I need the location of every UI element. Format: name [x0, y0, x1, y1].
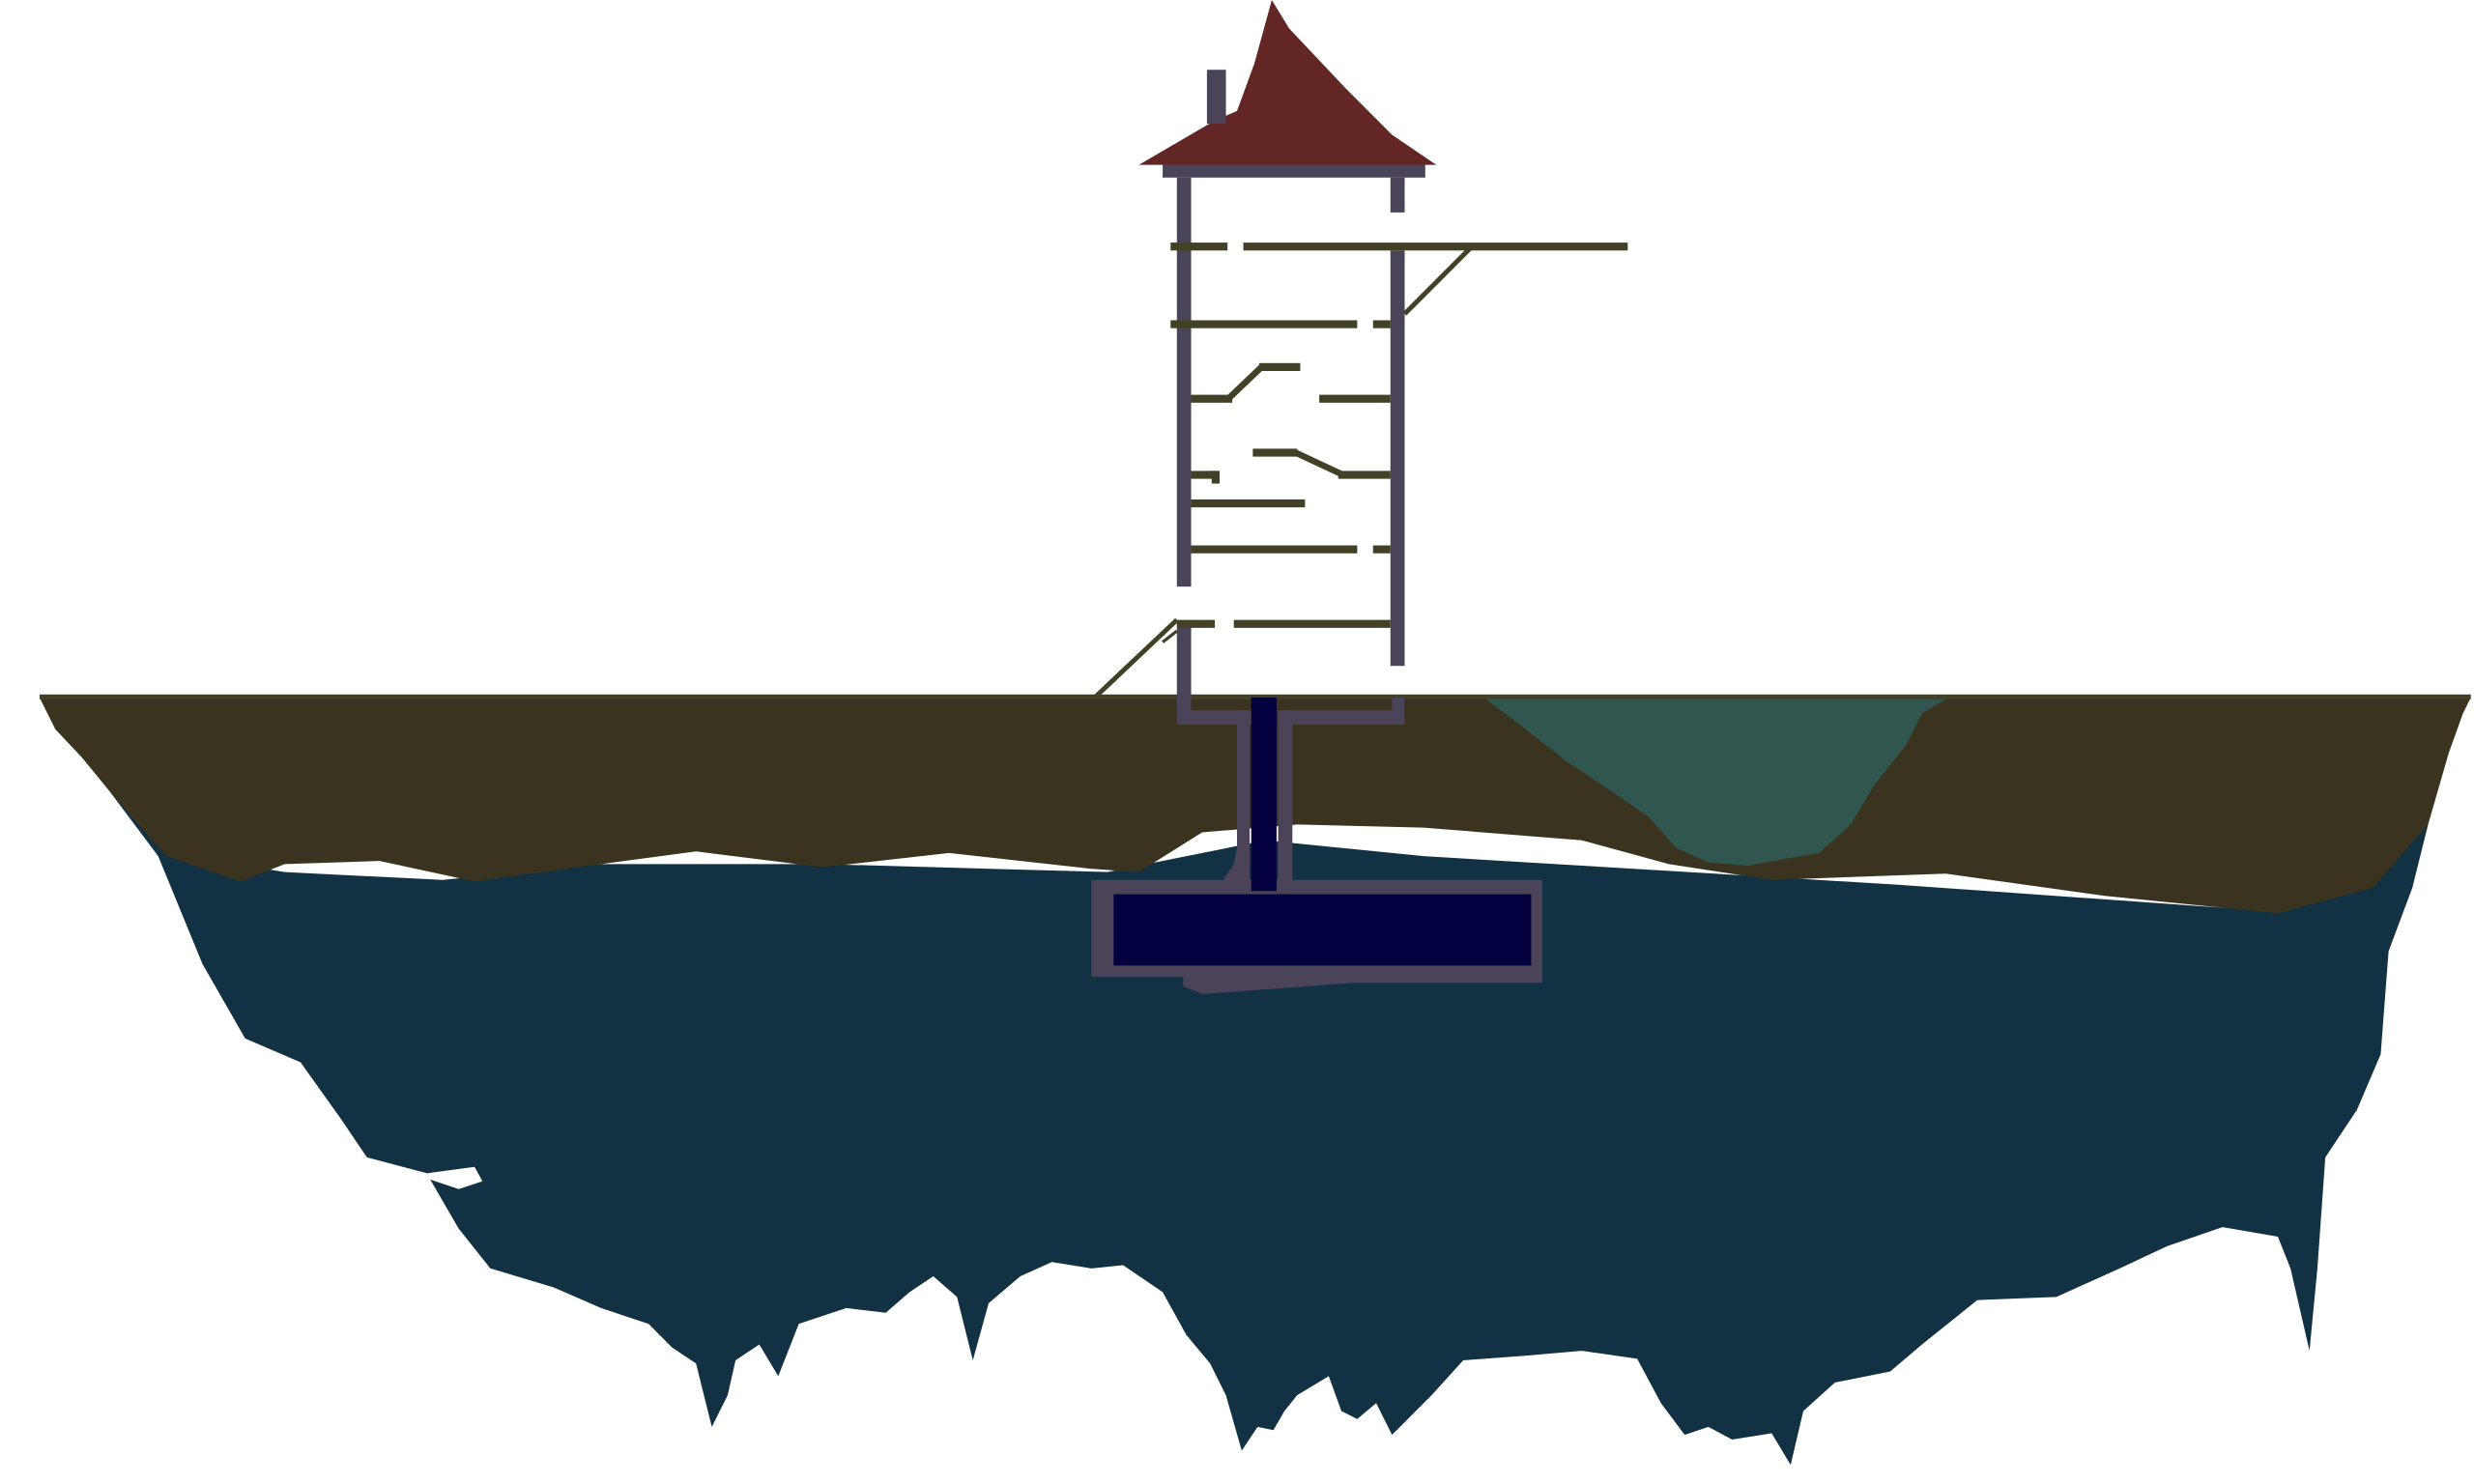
floor-beam — [1319, 395, 1391, 403]
tower-top-beam — [1163, 163, 1425, 178]
shaft-right-wall — [1279, 710, 1293, 885]
floor-beam — [1373, 320, 1391, 328]
basement-chamber — [1113, 895, 1531, 966]
floor-beam — [1234, 620, 1391, 628]
chimney-icon — [1207, 70, 1226, 124]
floor-beam — [1192, 546, 1358, 554]
floor-beam — [1373, 546, 1391, 554]
balcony-brace — [1405, 247, 1472, 314]
floor-beam — [1338, 471, 1391, 478]
floor-beam — [1170, 243, 1227, 250]
stairs — [1095, 247, 1472, 698]
floor-beam — [1192, 499, 1306, 507]
floor-beam — [1259, 363, 1301, 371]
pointed-roof-icon — [1139, 0, 1437, 165]
tower-right-wall-top — [1391, 178, 1405, 213]
tower-left-wall-upper — [1177, 178, 1192, 586]
floor-beam — [1252, 448, 1297, 456]
stair-ramp — [1229, 366, 1262, 398]
floor-beam-nub — [1212, 471, 1220, 483]
floor-beam — [1177, 620, 1215, 628]
tower-base-floor — [1177, 710, 1251, 725]
shaft — [1251, 698, 1277, 891]
stair-ramp — [1294, 452, 1341, 474]
floor-beam — [1192, 395, 1233, 403]
tower-base-right-post — [1392, 698, 1404, 713]
entry-ramp — [1095, 620, 1177, 698]
tower-left-wall-lower — [1177, 621, 1192, 712]
floor-beam — [1244, 243, 1628, 250]
tower-base-floor-right — [1279, 710, 1405, 725]
floor-beam — [1170, 320, 1357, 328]
tower-right-wall — [1391, 250, 1405, 666]
